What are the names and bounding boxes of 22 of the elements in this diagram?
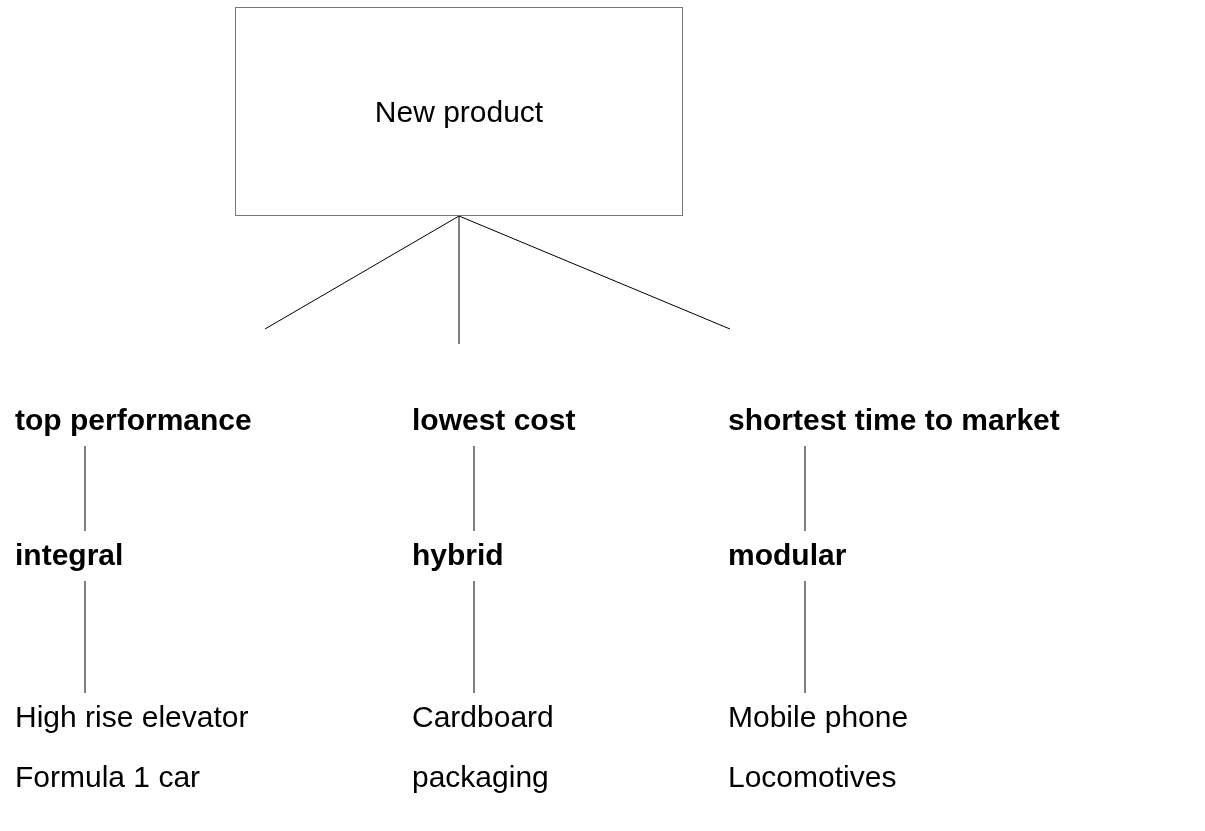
connector-line — [804, 580, 806, 694]
example-text: Cardboard packaging — [412, 699, 555, 795]
connector-line — [804, 445, 806, 532]
category-label: integral — [15, 537, 124, 573]
category-label: shortest time to market — [728, 402, 1060, 438]
box-title: New product — [374, 93, 544, 130]
category-label: lowest cost — [412, 402, 576, 438]
category-label: modular — [728, 537, 847, 573]
example-text: Mobile phone — [728, 699, 909, 735]
connector-line — [473, 445, 475, 532]
example-text: Locomotives — [728, 759, 897, 795]
category-label: top performance — [15, 402, 252, 438]
example-text: High rise elevator — [15, 699, 249, 735]
connector-line — [458, 215, 731, 330]
process-box — [235, 7, 683, 216]
connector-line — [473, 580, 475, 694]
connector-line — [264, 215, 460, 330]
connector-line — [458, 215, 460, 345]
connector-line — [84, 445, 86, 532]
example-text: Formula 1 car — [15, 759, 201, 795]
connector-line — [84, 580, 86, 694]
category-label: hybrid — [412, 537, 504, 573]
